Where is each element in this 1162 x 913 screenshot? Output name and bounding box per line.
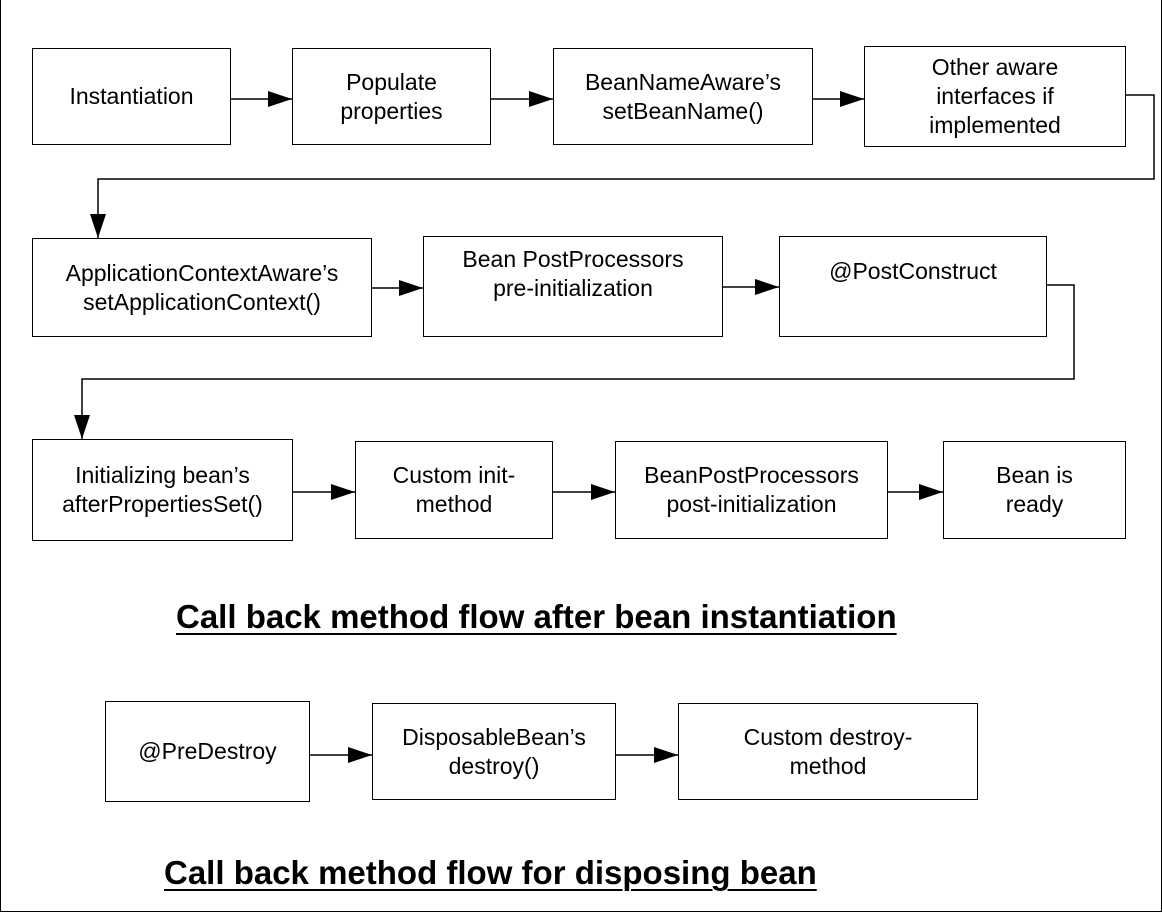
flow-title-disposing: Call back method flow for disposing bean [164, 854, 817, 891]
step-instantiation: Instantiation [32, 48, 231, 145]
step-line: Other aware [931, 54, 1059, 80]
step-other-aware: Other aware interfaces if implemented [864, 46, 1126, 147]
step-line: @PostConstruct [829, 258, 997, 284]
step-line: DisposableBean’s [402, 723, 586, 750]
step-initializing-bean: Initializing bean’s afterPropertiesSet() [32, 439, 293, 541]
step-line: Custom init- [392, 462, 516, 488]
step-line: Bean is [996, 462, 1073, 488]
step-line: setApplicationContext() [83, 288, 321, 315]
step-bpp-pre-init: Bean PostProcessors pre-initialization [423, 236, 723, 337]
arrow-postconstruct-to-initializingbean [74, 284, 1075, 439]
step-bean-name-aware: BeanNameAware’s setBeanName() [553, 48, 813, 145]
flow-title-after-instantiation: Call back method flow after bean instant… [176, 598, 897, 635]
step-pre-destroy: @PreDestroy [105, 701, 310, 802]
step-populate-properties: Populate properties [292, 48, 491, 145]
step-line: Custom destroy- [743, 723, 913, 750]
step-post-construct: @PostConstruct [779, 236, 1047, 337]
step-line: interfaces if [936, 83, 1054, 109]
step-line: Instantiation [69, 83, 194, 109]
step-line: Initializing bean’s [75, 462, 250, 488]
step-line: ApplicationContextAware’s [65, 259, 339, 286]
step-line: method [415, 491, 493, 517]
step-line: destroy() [448, 752, 540, 779]
step-line: @PreDestroy [138, 738, 277, 764]
step-custom-init: Custom init- method [355, 441, 553, 539]
step-line: setBeanName() [602, 97, 764, 124]
step-custom-destroy: Custom destroy- method [678, 703, 978, 800]
step-line: implemented [929, 112, 1061, 138]
step-line: afterPropertiesSet() [62, 491, 263, 517]
step-line: properties [340, 97, 443, 124]
step-line: post-initialization [666, 491, 837, 517]
step-line: pre-initialization [493, 274, 653, 301]
step-line: method [789, 752, 867, 779]
arrow-otheraware-to-appcontextaware [90, 94, 1155, 238]
step-bean-ready: Bean is ready [943, 441, 1126, 539]
step-line: ready [1005, 491, 1064, 517]
step-disposable-bean: DisposableBean’s destroy() [372, 703, 616, 800]
step-line: BeanPostProcessors [644, 462, 859, 488]
step-application-context-aware: ApplicationContextAware’s setApplication… [32, 238, 372, 337]
step-line: Bean PostProcessors [462, 245, 684, 272]
step-bpp-post-init: BeanPostProcessors post-initialization [615, 441, 888, 539]
step-line: BeanNameAware’s [584, 68, 782, 95]
step-line: Populate [346, 68, 437, 95]
